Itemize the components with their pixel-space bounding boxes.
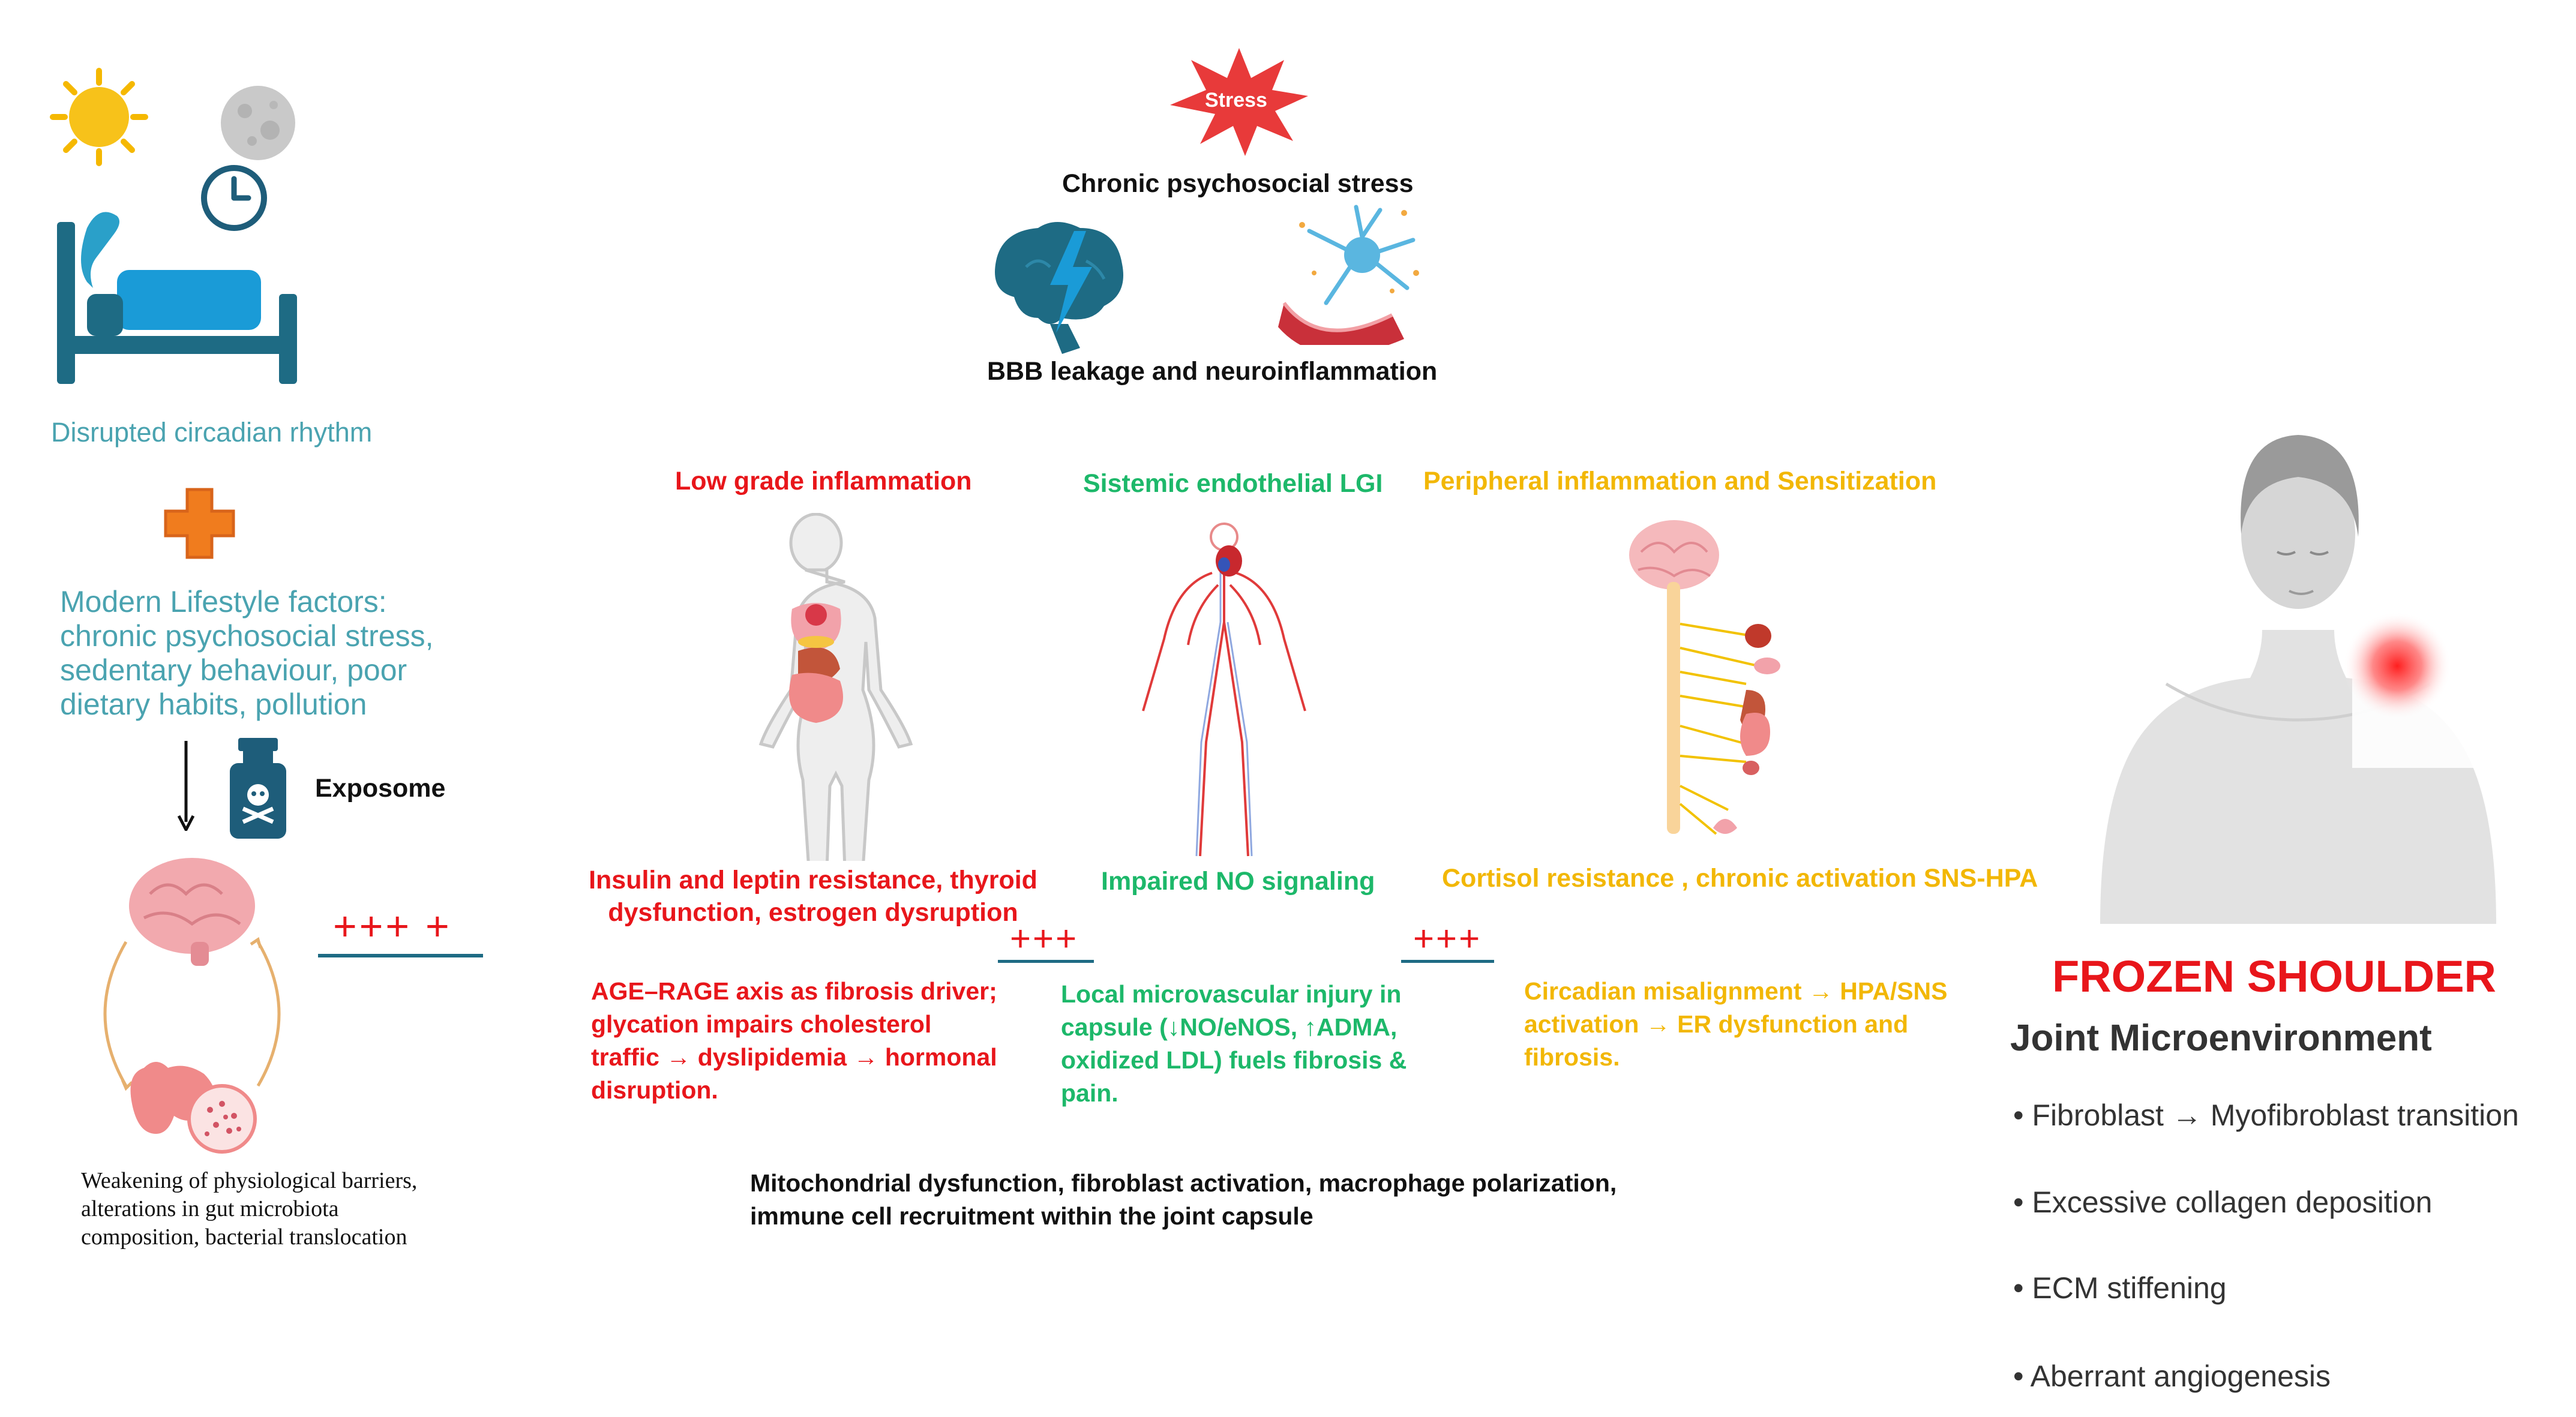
lifestyle-line: chronic psychosocial stress,: [60, 619, 434, 653]
low-grade-title: Low grade inflammation: [675, 467, 972, 496]
neuron-vessel-icon: [1278, 205, 1419, 345]
circadian-label: Disrupted circadian rhythm: [51, 417, 373, 448]
peripheral-body-line: Circadian misalignment → HPA/SNS: [1524, 977, 1948, 1005]
endothelial-body-line: capsule (↓NO/eNOS, ↑ADMA,: [1061, 1013, 1398, 1041]
endothelial-body-line: pain.: [1061, 1079, 1118, 1107]
low-grade-subtitle-line: Insulin and leptin resistance, thyroid: [589, 866, 1037, 894]
lifestyle-line: Modern Lifestyle factors:: [60, 585, 387, 619]
stress-badge-label: Stress: [1205, 89, 1267, 112]
down-arrow-icon: [177, 741, 195, 831]
sun-icon: [50, 68, 148, 166]
vascular-system-icon: [1142, 523, 1306, 857]
plus-underline-middle-1: [998, 960, 1094, 963]
woman-shoulder-icon: [2100, 435, 2496, 924]
endothelial-body-line: oxidized LDL) fuels fibrosis &: [1061, 1046, 1407, 1074]
peripheral-body-line: activation → ER dysfunction and: [1524, 1010, 1909, 1038]
barrier-line: composition, bacterial translocation: [81, 1224, 407, 1250]
low-grade-subtitle-line: dysfunction, estrogen dysruption: [608, 898, 1018, 927]
bbb-title: BBB leakage and neuroinflammation: [987, 357, 1438, 386]
bed-icon: [57, 212, 297, 384]
low-grade-body-line: disruption.: [591, 1076, 718, 1104]
endothelial-title: Sistemic endothelial LGI: [1083, 469, 1383, 498]
low-grade-body: AGE–RAGE axis as fibrosis driver; glycat…: [591, 975, 997, 1107]
joint-item: • ECM stiffening: [2013, 1271, 2227, 1305]
joint-microenvironment-title: Joint Microenvironment: [2010, 1017, 2432, 1059]
barrier-line: Weakening of physiological barriers,: [81, 1168, 418, 1193]
joint-item: • Excessive collagen deposition: [2013, 1185, 2433, 1219]
joint-item: • Fibroblast → Myofibroblast transition: [2013, 1098, 2519, 1132]
peripheral-title: Peripheral inflammation and Sensitizatio…: [1423, 467, 1937, 496]
plus-underline-middle-2: [1401, 960, 1494, 963]
nervous-system-icon: [1629, 520, 1780, 835]
poison-bottle-icon: [230, 738, 286, 839]
plus-underline-left: [318, 954, 483, 957]
mitochondrial-line: immune cell recruitment within the joint…: [750, 1202, 1314, 1230]
peripheral-body: Circadian misalignment → HPA/SNS activat…: [1524, 975, 1948, 1074]
low-grade-body-line: traffic → dyslipidemia → hormonal: [591, 1043, 997, 1071]
brain-lightning-icon: [995, 222, 1123, 354]
brain-gut-axis-icon: [103, 858, 281, 1154]
clock-icon: [201, 165, 267, 231]
endothelial-subtitle: Impaired NO signaling: [1101, 867, 1375, 896]
mitochondrial-text: Mitochondrial dysfunction, fibroblast ac…: [750, 1167, 1617, 1233]
stress-title: Chronic psychosocial stress: [1062, 169, 1414, 198]
moon-icon: [221, 86, 295, 160]
exposome-label: Exposome: [315, 774, 446, 803]
lifestyle-line: dietary habits, pollution: [60, 688, 367, 721]
plus-signs-left: +++ +: [333, 903, 452, 949]
lifestyle-line: sedentary behaviour, poor: [60, 653, 407, 687]
endothelial-body: Local microvascular injury in capsule (↓…: [1061, 978, 1407, 1110]
mitochondrial-line: Mitochondrial dysfunction, fibroblast ac…: [750, 1169, 1617, 1197]
peripheral-body-line: fibrosis.: [1524, 1043, 1620, 1071]
peripheral-subtitle: Cortisol resistance , chronic activation…: [1442, 864, 2038, 893]
plus-icon: [164, 488, 235, 559]
low-grade-body-line: AGE–RAGE axis as fibrosis driver;: [591, 977, 997, 1005]
barrier-text: Weakening of physiological barriers, alt…: [81, 1167, 417, 1251]
lifestyle-text: Modern Lifestyle factors: chronic psycho…: [60, 585, 433, 722]
endothelial-body-line: Local microvascular injury in: [1061, 980, 1402, 1008]
frozen-shoulder-title: FROZEN SHOULDER: [2052, 951, 2496, 1001]
body-organs-icon: [758, 513, 913, 861]
left-panel: [42, 48, 486, 1410]
joint-item: • Aberrant angiogenesis: [2013, 1359, 2331, 1393]
plus-signs-middle-1: +++: [1010, 918, 1079, 959]
low-grade-subtitle: Insulin and leptin resistance, thyroid d…: [582, 864, 1044, 929]
stress-badge-icon: [1170, 48, 1308, 156]
barrier-line: alterations in gut microbiota: [81, 1196, 339, 1221]
plus-signs-middle-2: +++: [1413, 918, 1482, 959]
low-grade-body-line: glycation impairs cholesterol: [591, 1010, 932, 1038]
